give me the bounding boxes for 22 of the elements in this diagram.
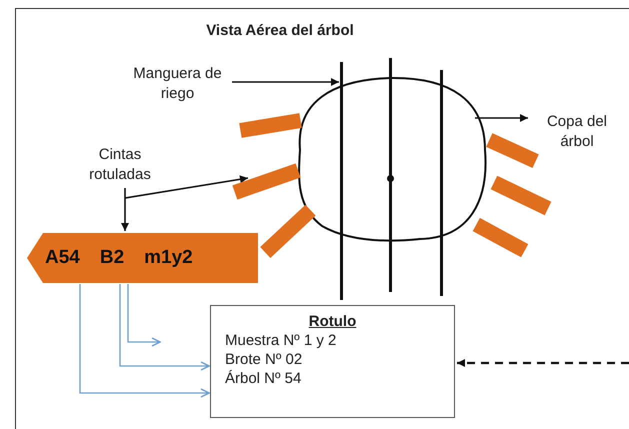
arrow: [124, 175, 248, 199]
label-line: Brote Nº 02: [225, 350, 302, 369]
tag-code: m1y2: [144, 247, 193, 269]
dashed-arrow: [457, 359, 629, 367]
label-line: Muestra Nº 1 y 2: [225, 331, 336, 350]
hose-line: [340, 62, 342, 300]
callout-text: Copa del árbol: [532, 112, 622, 152]
label-card: [210, 305, 455, 418]
label-heading: Rotulo: [308, 312, 356, 331]
diagram-title: Vista Aérea del árbol: [205, 22, 355, 39]
tag-code: A54: [45, 247, 80, 269]
label-tag: [27, 233, 258, 283]
tag-code: B2: [100, 247, 124, 269]
arrow: [475, 114, 528, 122]
callout-text: Manguera de riego: [125, 64, 230, 104]
arrow: [232, 78, 339, 86]
arrow: [119, 284, 210, 371]
label-line: Árbol Nº 54: [225, 369, 302, 388]
arrow: [79, 284, 210, 398]
callout-text: Cintas rotuladas: [70, 145, 170, 185]
arrow: [127, 284, 161, 347]
arrow: [121, 188, 129, 231]
